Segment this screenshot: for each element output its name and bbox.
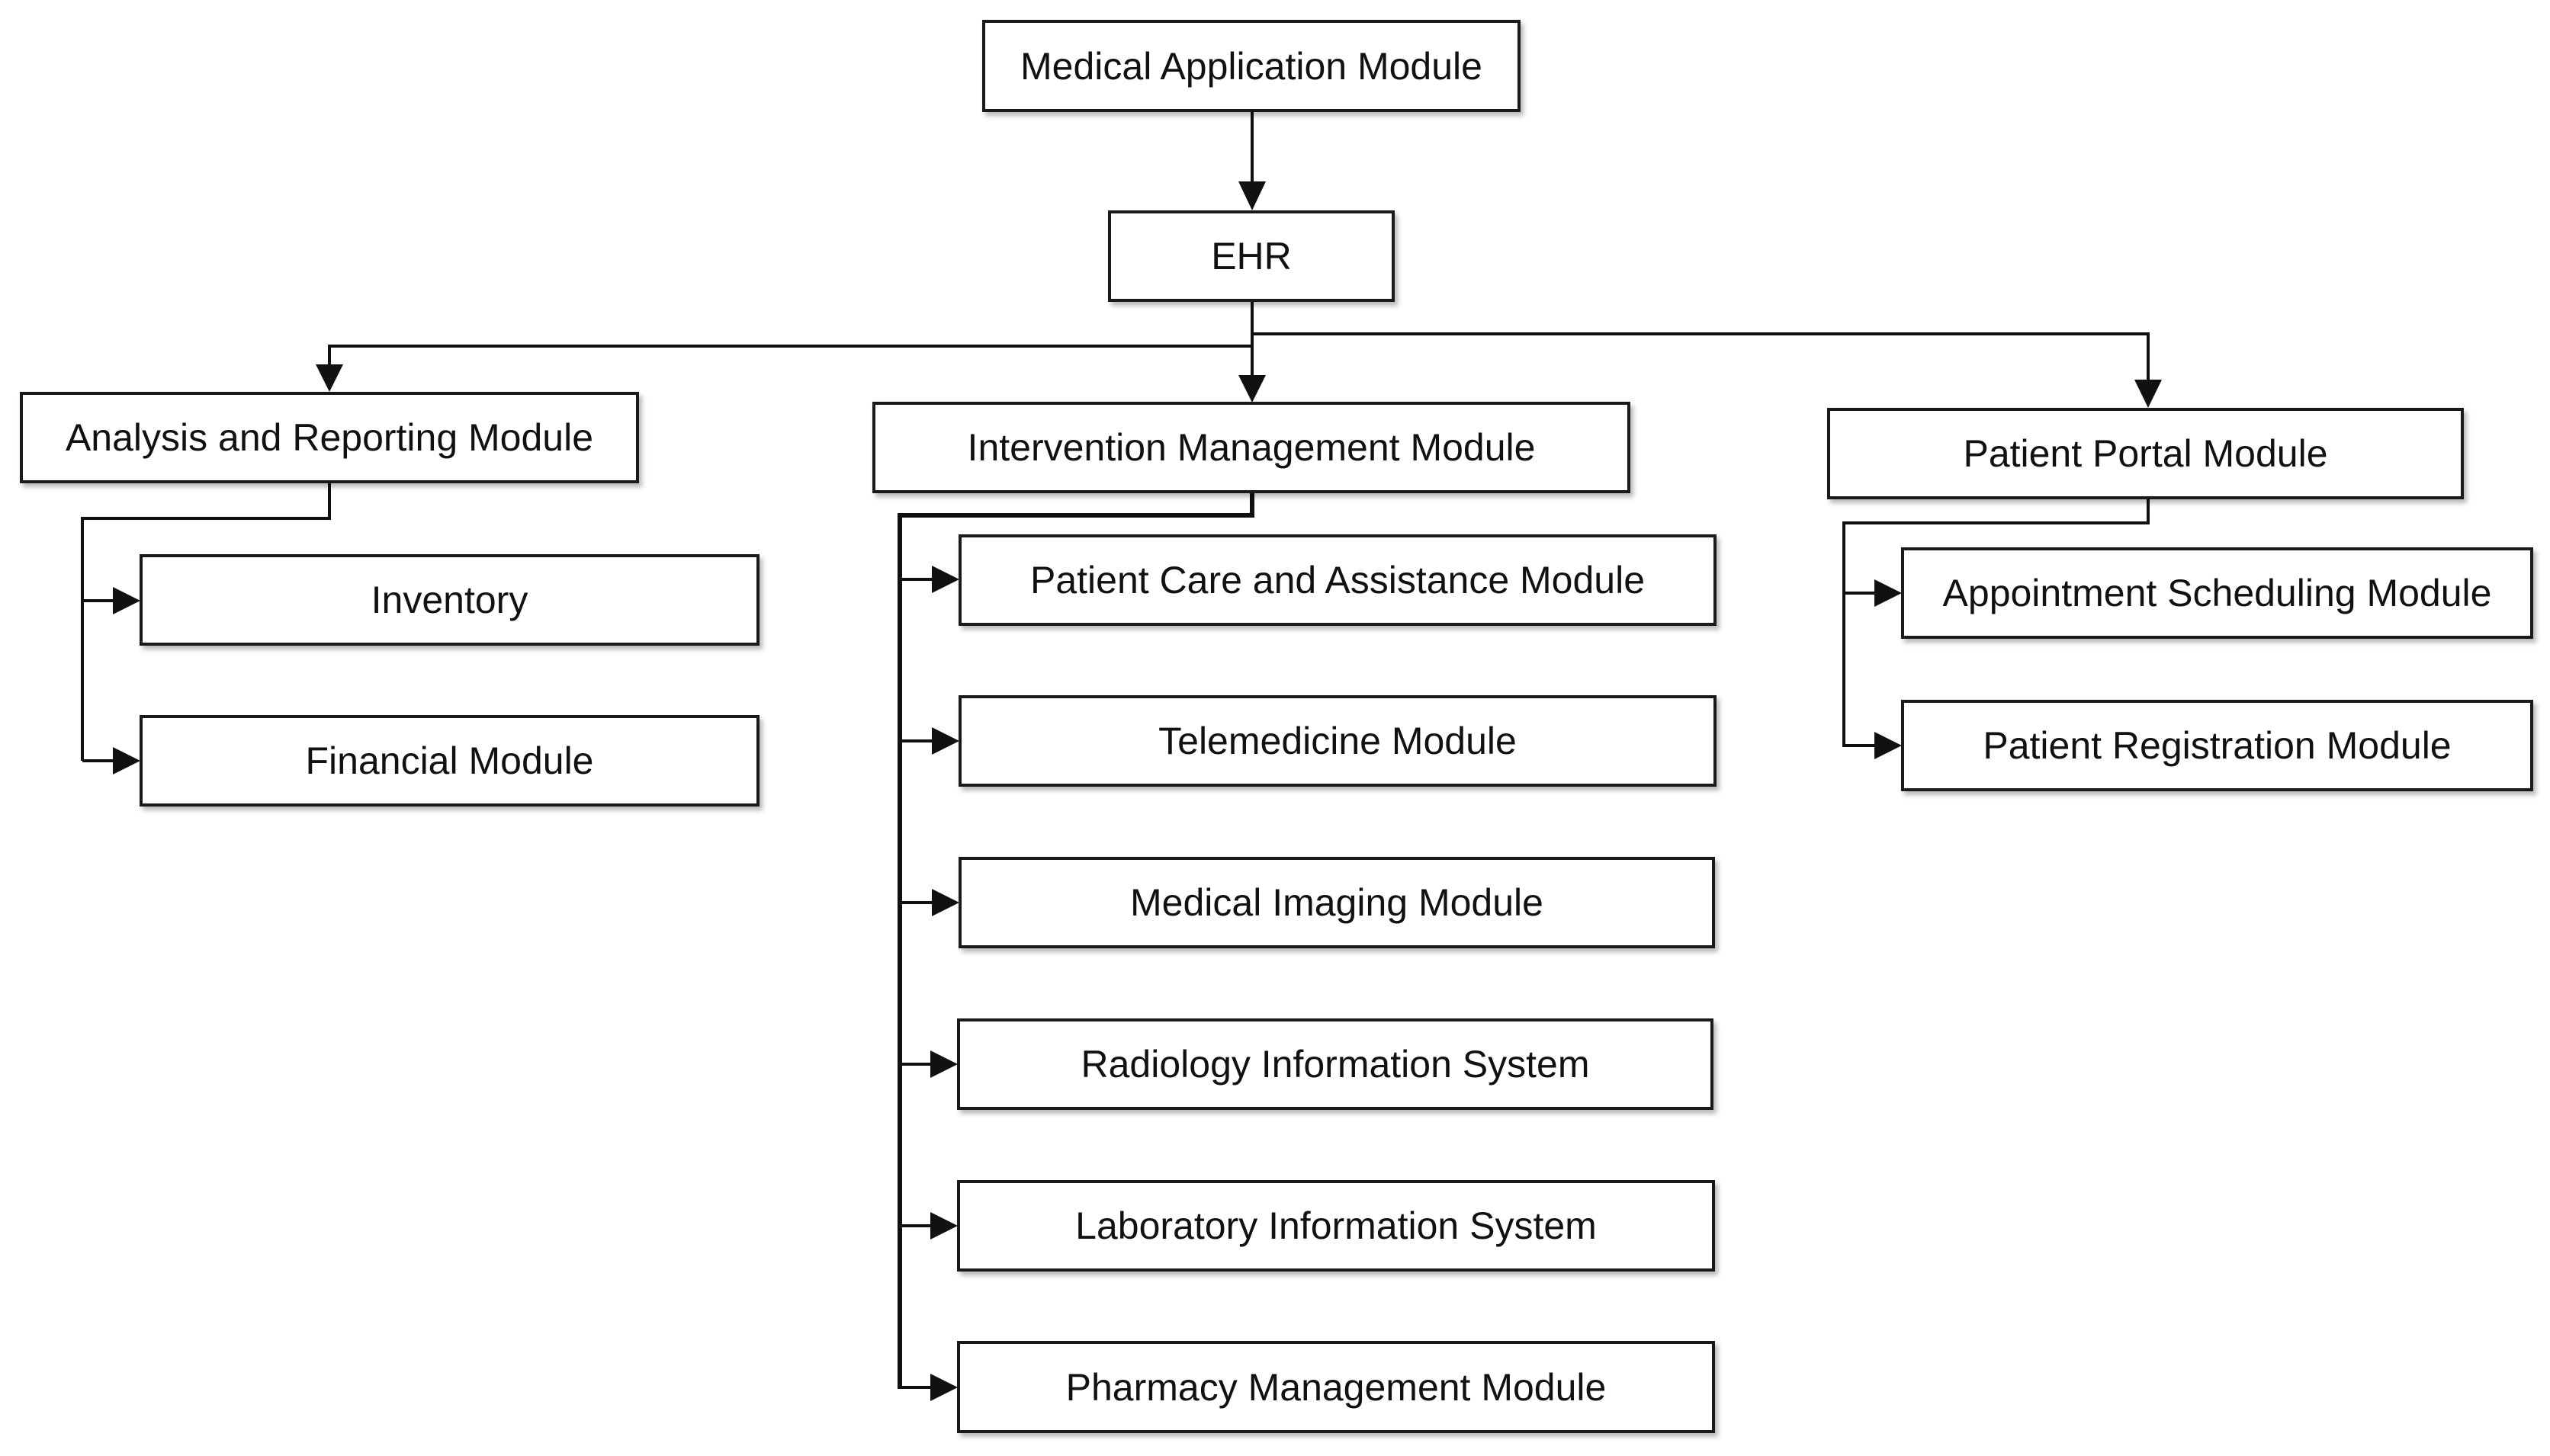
medical-imaging-node: Medical Imaging Module — [959, 857, 1715, 948]
arrowhead-telemedicine — [932, 727, 959, 755]
ehr-node-label: EHR — [1211, 235, 1292, 277]
medical-imaging-label: Medical Imaging Module — [1130, 881, 1543, 924]
arrowhead-inventory — [113, 587, 140, 614]
patient-registration-label: Patient Registration Module — [1983, 724, 2452, 767]
patient-portal-label: Patient Portal Module — [1963, 432, 2328, 475]
intervention-trunk — [898, 492, 1254, 1389]
pharmacy-management-label: Pharmacy Management Module — [1065, 1365, 1607, 1409]
telemedicine-label: Telemedicine Module — [1158, 720, 1517, 762]
analysis-reporting-label: Analysis and Reporting Module — [65, 416, 594, 459]
telemedicine-node: Telemedicine Module — [959, 695, 1717, 787]
financial-module-node: Financial Module — [140, 715, 760, 807]
ehr-node: EHR — [1108, 210, 1395, 302]
patient-registration-node: Patient Registration Module — [1901, 700, 2533, 791]
portal-trunk — [1842, 499, 2150, 747]
arrowhead-imaging — [932, 889, 959, 916]
intervention-management-node: Intervention Management Module — [872, 402, 1630, 493]
inventory-node: Inventory — [140, 554, 760, 646]
radiology-info-system-node: Radiology Information System — [957, 1018, 1713, 1110]
arrowhead-ehr — [1238, 181, 1266, 210]
arrowhead-pharmacy — [930, 1374, 958, 1401]
arrowhead-patient-care — [932, 566, 959, 593]
arrowhead-laboratory — [930, 1212, 958, 1240]
arrowhead-financial — [113, 747, 140, 775]
root-node: Medical Application Module — [982, 20, 1521, 112]
inventory-label: Inventory — [371, 579, 528, 621]
appointment-scheduling-node: Appointment Scheduling Module — [1901, 547, 2533, 639]
patient-portal-node: Patient Portal Module — [1827, 408, 2464, 499]
arrowhead-radiology — [930, 1050, 958, 1078]
ehr-to-analysis-connector — [328, 345, 1252, 364]
arrowhead-portal — [2134, 380, 2162, 408]
analysis-reporting-node: Analysis and Reporting Module — [20, 392, 639, 483]
patient-care-label: Patient Care and Assistance Module — [1029, 559, 1646, 601]
arrowhead-analysis — [316, 364, 343, 392]
arrowhead-registration — [1874, 732, 1902, 759]
pharmacy-management-node: Pharmacy Management Module — [957, 1341, 1715, 1433]
appointment-scheduling-label: Appointment Scheduling Module — [1942, 572, 2492, 614]
patient-care-node: Patient Care and Assistance Module — [959, 534, 1717, 626]
root-node-label: Medical Application Module — [1020, 44, 1482, 88]
financial-module-label: Financial Module — [305, 739, 594, 782]
ehr-to-portal-connector — [1252, 332, 2150, 380]
analysis-trunk — [81, 483, 331, 761]
laboratory-info-system-node: Laboratory Information System — [957, 1180, 1715, 1272]
arrowhead-intervention — [1238, 375, 1266, 402]
laboratory-info-system-label: Laboratory Information System — [1075, 1204, 1597, 1247]
intervention-management-label: Intervention Management Module — [967, 426, 1536, 469]
radiology-info-system-label: Radiology Information System — [1081, 1043, 1590, 1086]
arrowhead-appointment — [1874, 579, 1902, 607]
